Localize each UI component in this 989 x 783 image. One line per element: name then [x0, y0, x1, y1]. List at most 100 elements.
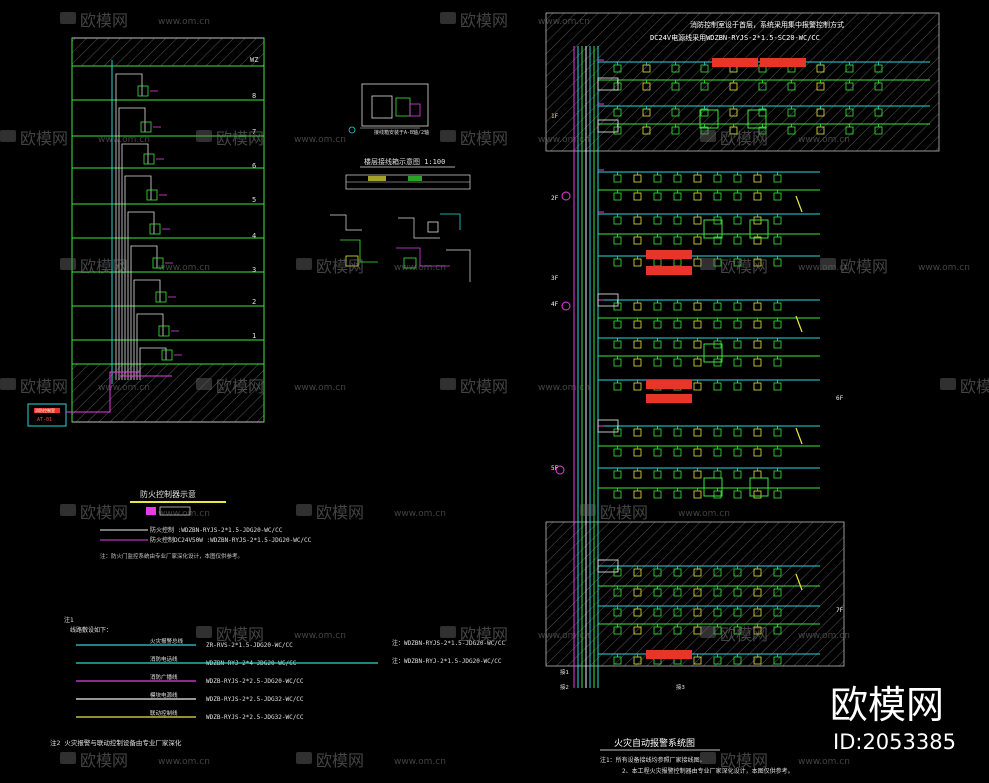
- device-symbol: [733, 192, 742, 201]
- control-feed-line: [66, 371, 140, 413]
- device-symbol: [733, 428, 742, 437]
- device-symbol: [733, 448, 742, 457]
- terminal-box: [597, 293, 619, 307]
- device-symbol: [713, 174, 722, 183]
- device-symbol: [653, 470, 662, 479]
- device-symbol: [693, 302, 702, 311]
- riser-run: [124, 175, 152, 380]
- node-sketch: [330, 214, 362, 231]
- device-symbol: [673, 174, 682, 183]
- watermark-logo-icon: [60, 504, 76, 516]
- bell-symbol: [555, 465, 565, 475]
- device-symbol: [753, 358, 762, 367]
- watermark-logo-icon: [580, 504, 596, 516]
- device-symbol: [693, 192, 702, 201]
- floor-label: WZ: [250, 56, 258, 64]
- device-symbol: [733, 358, 742, 367]
- badge-id: ID:2053385: [833, 730, 956, 754]
- watermark-logo-icon: [700, 130, 716, 142]
- cable-label: 联动控制线: [150, 709, 178, 717]
- vertical-bus: [573, 46, 599, 688]
- device-symbol: [673, 192, 682, 201]
- device-symbol: [713, 490, 722, 499]
- device-symbol: [773, 216, 782, 225]
- watermark-site: www.om.cn: [538, 17, 590, 27]
- floor-box: [143, 153, 155, 165]
- watermark-logo-icon: [296, 752, 312, 764]
- device-symbol: [653, 320, 662, 329]
- device-symbol: [673, 358, 682, 367]
- watermark-brand: 欧模网: [460, 129, 508, 148]
- watermark-brand: 欧模网: [20, 129, 68, 148]
- watermark-site: www.om.cn: [798, 757, 850, 767]
- device-symbol: [693, 258, 702, 267]
- watermark-logo-icon: [440, 12, 456, 24]
- side-label: 接3: [676, 683, 685, 691]
- device-symbol: [673, 320, 682, 329]
- watermark-logo-icon: [440, 378, 456, 390]
- panel-box: [703, 477, 723, 497]
- device-symbol: [733, 490, 742, 499]
- device-symbol: [673, 448, 682, 457]
- device-symbol: [653, 428, 662, 437]
- watermark-brand: 欧模网: [600, 503, 648, 522]
- watermark-brand: 欧模网: [316, 503, 364, 522]
- device-symbol: [773, 448, 782, 457]
- device-symbol: [733, 382, 742, 391]
- watermark-logo-icon: [60, 12, 76, 24]
- fire-alarm-system: 消防控制室设于首层，系统采用集中报警控制方式 DC24V电源线采用WDZBN-R…: [545, 12, 940, 775]
- device-symbol: [633, 192, 642, 201]
- watermark-site: www.om.cn: [538, 135, 590, 145]
- device-symbol: [613, 236, 622, 245]
- detail-box-magenta: [409, 103, 421, 117]
- device-symbol: [653, 174, 662, 183]
- device-symbol: [633, 258, 642, 267]
- device-symbol: [753, 382, 762, 391]
- bell-symbol: [561, 191, 571, 201]
- watermark-site: www.om.cn: [394, 263, 446, 273]
- device-symbol: [753, 174, 762, 183]
- device-symbol: [613, 174, 622, 183]
- bell-symbol: [561, 301, 571, 311]
- watermark-logo-icon: [700, 752, 716, 764]
- device-symbol: [673, 216, 682, 225]
- terminal-box: [597, 559, 619, 573]
- watermark-brand: 欧模网: [80, 257, 128, 276]
- device-symbol: [613, 358, 622, 367]
- end-marker: [795, 315, 803, 333]
- watermark-logo-icon: [60, 752, 76, 764]
- device-symbol: [713, 428, 722, 437]
- watermark-logo-icon: [440, 626, 456, 638]
- end-marker: [795, 573, 803, 591]
- watermark-brand: 欧模网: [720, 751, 768, 770]
- device-symbol: [633, 320, 642, 329]
- panel-box: [699, 109, 719, 129]
- device-symbol: [613, 216, 622, 225]
- device-symbol: [673, 490, 682, 499]
- watermark-brand: 欧模网: [216, 625, 264, 644]
- device-symbol: [733, 340, 742, 349]
- device-symbol: [773, 428, 782, 437]
- elevation-roof-hatch: [71, 37, 265, 67]
- watermark-brand: 欧模网: [460, 377, 508, 396]
- watermark-site: www.om.cn: [158, 509, 210, 519]
- device-symbol: [693, 174, 702, 183]
- watermark-site: www.om.cn: [158, 17, 210, 27]
- floor-tag: 7F: [836, 607, 844, 614]
- device-symbol: [753, 470, 762, 479]
- device-symbol: [613, 192, 622, 201]
- floor-tag: 3F: [551, 275, 559, 282]
- device-symbol: [693, 470, 702, 479]
- device-symbol: [613, 302, 622, 311]
- node-sketch: [440, 213, 461, 230]
- device-symbol: [713, 470, 722, 479]
- watermark-site: www.om.cn: [394, 509, 446, 519]
- watermark-logo-icon: [700, 626, 716, 638]
- fire-door-legend: 防火控制器示意 防火控制 :WDZBN-RYJS-2*1.5-JDG20-WC/…: [100, 489, 312, 560]
- watermark-brand: 欧模网: [720, 257, 768, 276]
- device-symbol: [653, 216, 662, 225]
- watermark-brand: 欧模网: [216, 129, 264, 148]
- system-top-note: 消防控制室设于首层，系统采用集中报警控制方式: [690, 20, 844, 29]
- device-symbol: [613, 382, 622, 391]
